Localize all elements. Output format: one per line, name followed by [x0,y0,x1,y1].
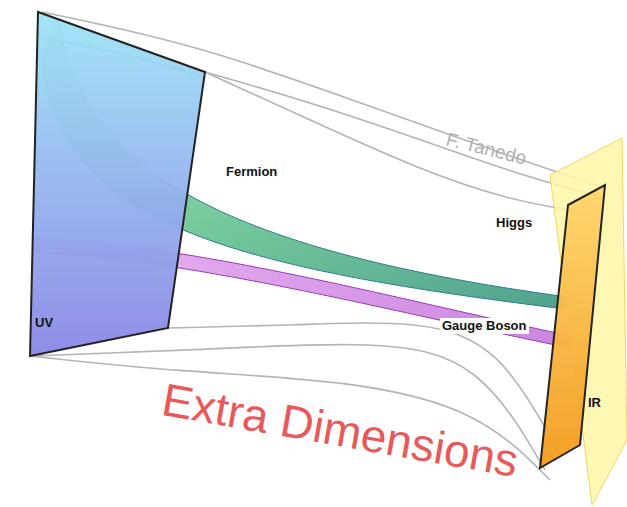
gauge-boson-label: Gauge Boson [440,318,529,334]
bulk-line [205,72,598,196]
fermion-label: Fermion [224,164,279,180]
brane-shape [530,130,627,507]
brane-label: UV [35,316,53,330]
uv-brane: UV [25,8,210,360]
title: Extra Dimensions [158,374,522,486]
brane-panel [540,185,605,468]
higgs-label: Higgs [494,215,534,231]
brane-panel [30,12,205,356]
ir-brane: IR [530,130,627,507]
bulk-line [205,72,570,210]
watermark: F. Tanedo [442,128,531,171]
brane-shape [25,8,210,360]
brane-label: IR [588,396,601,410]
